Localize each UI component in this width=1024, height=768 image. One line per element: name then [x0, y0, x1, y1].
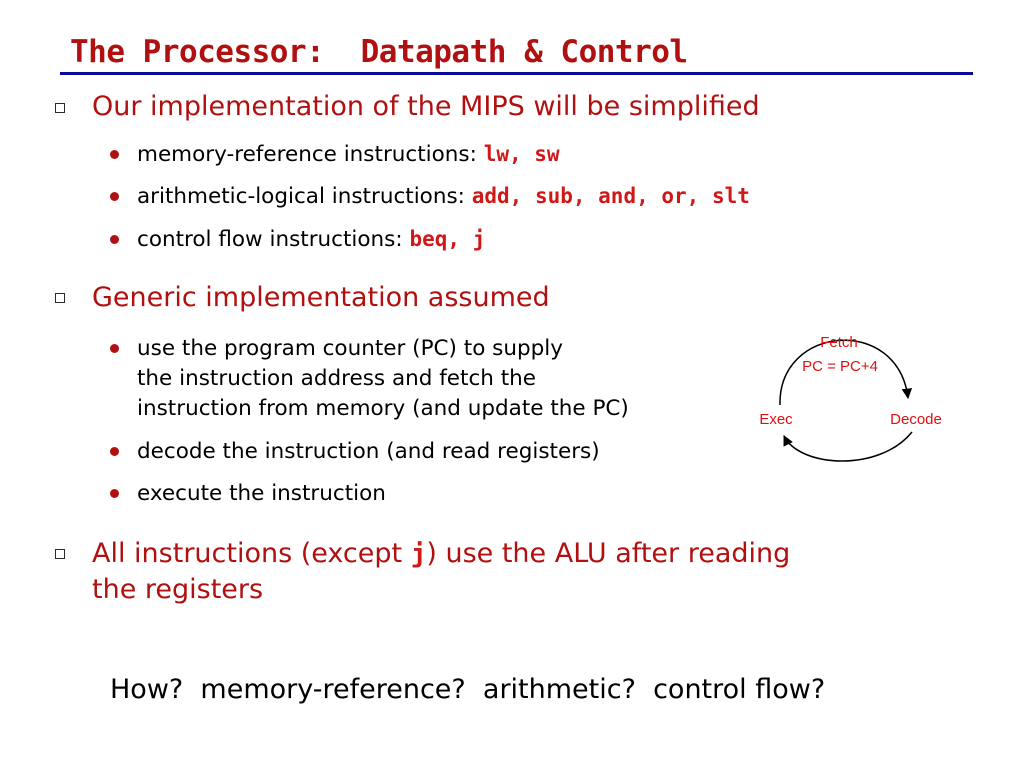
item-code: beq, j: [409, 227, 486, 251]
list-item-execute: execute the instruction: [137, 481, 386, 506]
list-item-decode: decode the instruction (and read registe…: [137, 439, 600, 464]
item-text: control flow instructions:: [137, 227, 410, 252]
round-bullet-icon: [110, 150, 119, 159]
section-heading-generic: Generic implementation assumed: [92, 282, 550, 313]
round-bullet-icon: [110, 235, 119, 244]
list-item-pc-line-3: instruction from memory (and update the …: [137, 396, 629, 421]
item-text: arithmetic-logical instructions:: [137, 184, 472, 209]
square-bullet-icon: [55, 293, 65, 303]
list-item-control-flow: control flow instructions: beq, j: [137, 224, 485, 255]
diagram-decode-label: Decode: [890, 411, 942, 428]
diagram-fetch-label: Fetch: [820, 334, 858, 351]
section-heading-simplified: Our implementation of the MIPS will be s…: [92, 91, 760, 122]
square-bullet-icon: [55, 103, 65, 113]
heading-text: ) use the ALU after reading: [426, 538, 791, 569]
item-code: add, sub, and, or, slt: [471, 184, 750, 208]
arrow-fetch-to-decode: [779, 339, 913, 406]
round-bullet-icon: [110, 192, 119, 201]
closing-question: How? memory-reference? arithmetic? contr…: [110, 674, 826, 705]
round-bullet-icon: [110, 344, 119, 353]
section-heading-alu: All instructions (except j) use the ALU …: [92, 536, 972, 608]
round-bullet-icon: [110, 489, 119, 498]
slide-title: The Processor: Datapath & Control: [70, 34, 688, 70]
arrow-decode-to-exec: [783, 431, 913, 462]
list-item-pc-line-1: use the program counter (PC) to supply: [137, 336, 564, 361]
heading-code: j: [410, 539, 427, 569]
item-code: lw, sw: [483, 142, 560, 166]
square-bullet-icon: [55, 549, 65, 559]
list-item-arithmetic-logical: arithmetic-logical instructions: add, su…: [137, 181, 750, 212]
list-item-pc-line-2: the instruction address and fetch the: [137, 366, 537, 391]
heading-text: the registers: [92, 574, 264, 605]
title-underline: [60, 72, 973, 75]
list-item-memory-reference: memory-reference instructions: lw, sw: [137, 139, 560, 170]
round-bullet-icon: [110, 447, 119, 456]
item-text: memory-reference instructions:: [137, 142, 484, 167]
heading-text: All instructions (except: [92, 538, 411, 569]
diagram-pc-label: PC = PC+4: [802, 358, 878, 375]
diagram-exec-label: Exec: [759, 411, 793, 428]
